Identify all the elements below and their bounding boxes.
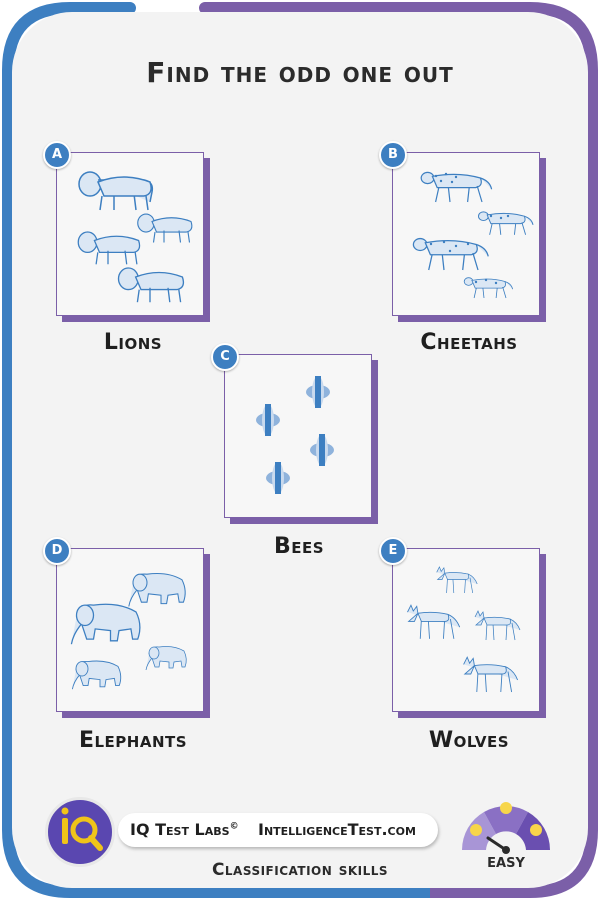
option-b-label: Cheetahs [420,330,518,355]
wolves-image [407,566,521,693]
elephants-image [70,572,187,690]
option-e-label: Wolves [428,728,510,753]
option-b-panel[interactable] [392,152,546,322]
option-e-badge: E [379,537,407,565]
iq-logo-icon [45,797,115,867]
option-d-label: Elephants [78,728,188,753]
option-d-panel[interactable] [56,548,210,718]
lions-image [77,171,193,303]
option-a-panel[interactable] [56,152,210,322]
option-d-badge: D [43,537,71,565]
site-link[interactable]: IntelligenceTest.com [258,820,416,839]
difficulty-gauge-icon [462,802,550,854]
cheetahs-image [412,171,534,299]
option-a-badge: A [43,141,71,169]
skill-category: Classification skills [211,860,389,880]
brand-name: IQ Test Labs© [130,820,239,839]
footer-brand-pill [118,813,438,847]
puzzle-title: Find the odd one out [146,56,454,89]
option-c-label: Bees [273,534,325,559]
option-b-badge: B [379,141,407,169]
bees-image [256,376,334,494]
option-c-panel[interactable] [224,354,378,524]
option-a-label: Lions [103,330,163,355]
option-c-badge: C [211,343,239,371]
difficulty-label: EASY [487,856,525,871]
option-e-panel[interactable] [392,548,546,718]
